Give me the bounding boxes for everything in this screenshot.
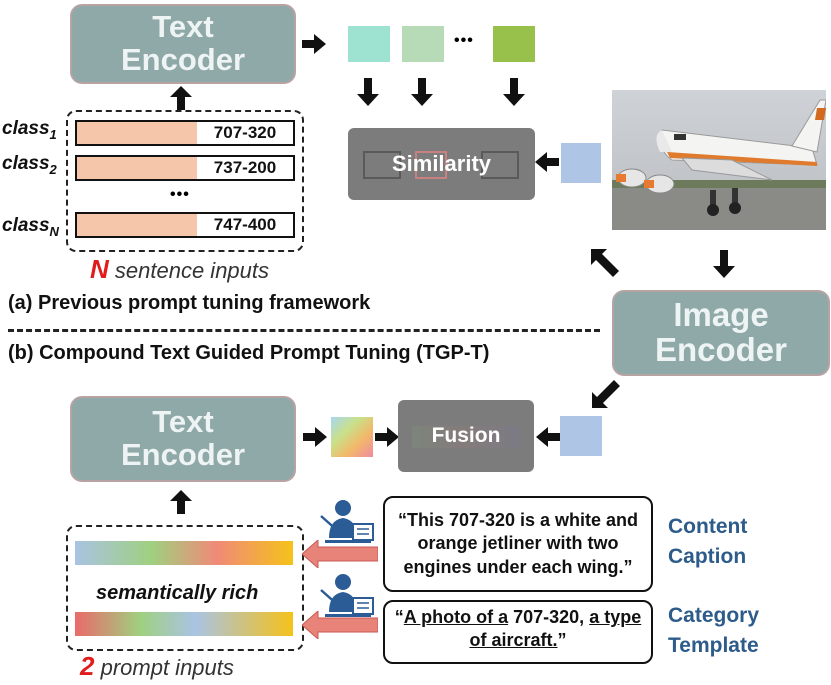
down-arrow-icon bbox=[713, 250, 735, 278]
content-caption-line1: “This 707-320 is a white and bbox=[397, 509, 639, 530]
text-feature-square-2 bbox=[402, 26, 444, 62]
content-prompt-bar bbox=[75, 541, 293, 565]
image-feature-square-a bbox=[561, 143, 601, 183]
class-row-1: 707-320 bbox=[75, 120, 295, 146]
semantically-rich-label: semantically rich bbox=[96, 582, 259, 604]
template-text-part1: A photo of a bbox=[403, 607, 509, 627]
class-ellipsis: ••• bbox=[170, 186, 190, 203]
template-text-part3: of aircraft. bbox=[469, 630, 558, 651]
text-encoder-a: Text Encoder bbox=[70, 4, 296, 84]
square-ellipsis: ••• bbox=[454, 32, 474, 49]
learnable-prompt-bar bbox=[77, 122, 197, 144]
similarity-overlay-icon bbox=[363, 151, 519, 179]
class-name-2: 737-200 bbox=[213, 158, 277, 177]
content-caption-line2: orange jetliner with two bbox=[417, 533, 619, 554]
fusion-overlay-icon bbox=[412, 426, 520, 448]
up-arrow-icon bbox=[170, 86, 192, 110]
text-encoder-b-line2: Encoder bbox=[120, 437, 246, 472]
fused-text-feature-square bbox=[331, 417, 373, 457]
image-feature-square-b bbox=[560, 416, 602, 456]
text-feature-square-n bbox=[493, 26, 535, 62]
two-prompt-inputs-caption: 2 prompt inputs bbox=[80, 651, 234, 681]
down-arrow-icon bbox=[357, 78, 379, 106]
n-sentence-inputs-caption: N sentence inputs bbox=[90, 254, 270, 284]
down-arrow-icon bbox=[503, 78, 525, 106]
class-label-1: class1 bbox=[2, 118, 57, 142]
similarity-label: Similarity bbox=[391, 151, 492, 176]
category-template-box: “A photo of a 707-320, a type of aircraf… bbox=[383, 600, 653, 664]
content-caption-label: Content Caption bbox=[668, 515, 748, 569]
fusion-label: Fusion bbox=[431, 424, 501, 447]
similarity-box: Similarity bbox=[348, 128, 535, 200]
left-red-arrow-icon bbox=[302, 540, 378, 568]
category-template-label: Category Template bbox=[668, 604, 760, 658]
section-divider bbox=[8, 329, 600, 332]
text-feature-square-1 bbox=[348, 26, 390, 62]
image-encoder-line1: Image bbox=[673, 296, 769, 334]
left-red-arrow-icon bbox=[302, 611, 378, 639]
learnable-prompt-bar bbox=[77, 157, 197, 179]
image-encoder-line2: Encoder bbox=[654, 331, 788, 368]
class-label-2: class2 bbox=[2, 153, 57, 177]
reader-person-icon bbox=[320, 574, 374, 617]
right-arrow-icon bbox=[375, 427, 399, 447]
section-a-title: (a) Previous prompt tuning framework bbox=[8, 292, 371, 314]
learnable-prompt-bar bbox=[77, 214, 197, 236]
airplane-photo bbox=[612, 90, 826, 230]
image-encoder: Image Encoder bbox=[612, 290, 830, 376]
diagonal-up-left-arrow-icon bbox=[591, 249, 619, 277]
left-arrow-icon bbox=[535, 152, 559, 172]
template-text-part2: a type bbox=[589, 607, 642, 627]
right-arrow-icon bbox=[302, 34, 326, 54]
class-name-n: 747-400 bbox=[213, 215, 277, 234]
prompt-inputs-box bbox=[66, 525, 304, 651]
text-encoder-b-line1: Text bbox=[152, 404, 214, 440]
right-arrow-icon bbox=[303, 427, 327, 447]
left-arrow-icon bbox=[536, 427, 560, 447]
content-caption-line3: engines under each wing.” bbox=[403, 556, 633, 577]
class-row-2: 737-200 bbox=[75, 155, 295, 181]
content-caption-box: “This 707-320 is a white and orange jetl… bbox=[383, 496, 653, 592]
down-arrow-icon bbox=[411, 78, 433, 106]
reader-person-icon bbox=[320, 500, 374, 543]
section-b-title: (b) Compound Text Guided Prompt Tuning (… bbox=[8, 342, 490, 364]
text-encoder-b: Text Encoder bbox=[70, 396, 296, 482]
diagonal-down-left-arrow-icon bbox=[592, 380, 620, 408]
class-name-1: 707-320 bbox=[213, 123, 277, 142]
text-encoder-a-line2: Encoder bbox=[120, 42, 246, 77]
fusion-box: Fusion bbox=[398, 400, 534, 472]
template-prompt-bar bbox=[75, 612, 293, 636]
class-row-n: 747-400 bbox=[75, 212, 295, 238]
text-encoder-a-line1: Text bbox=[152, 9, 214, 45]
up-arrow-icon bbox=[170, 490, 192, 514]
class-label-n: classN bbox=[2, 215, 59, 239]
sentence-inputs-box bbox=[66, 110, 304, 252]
